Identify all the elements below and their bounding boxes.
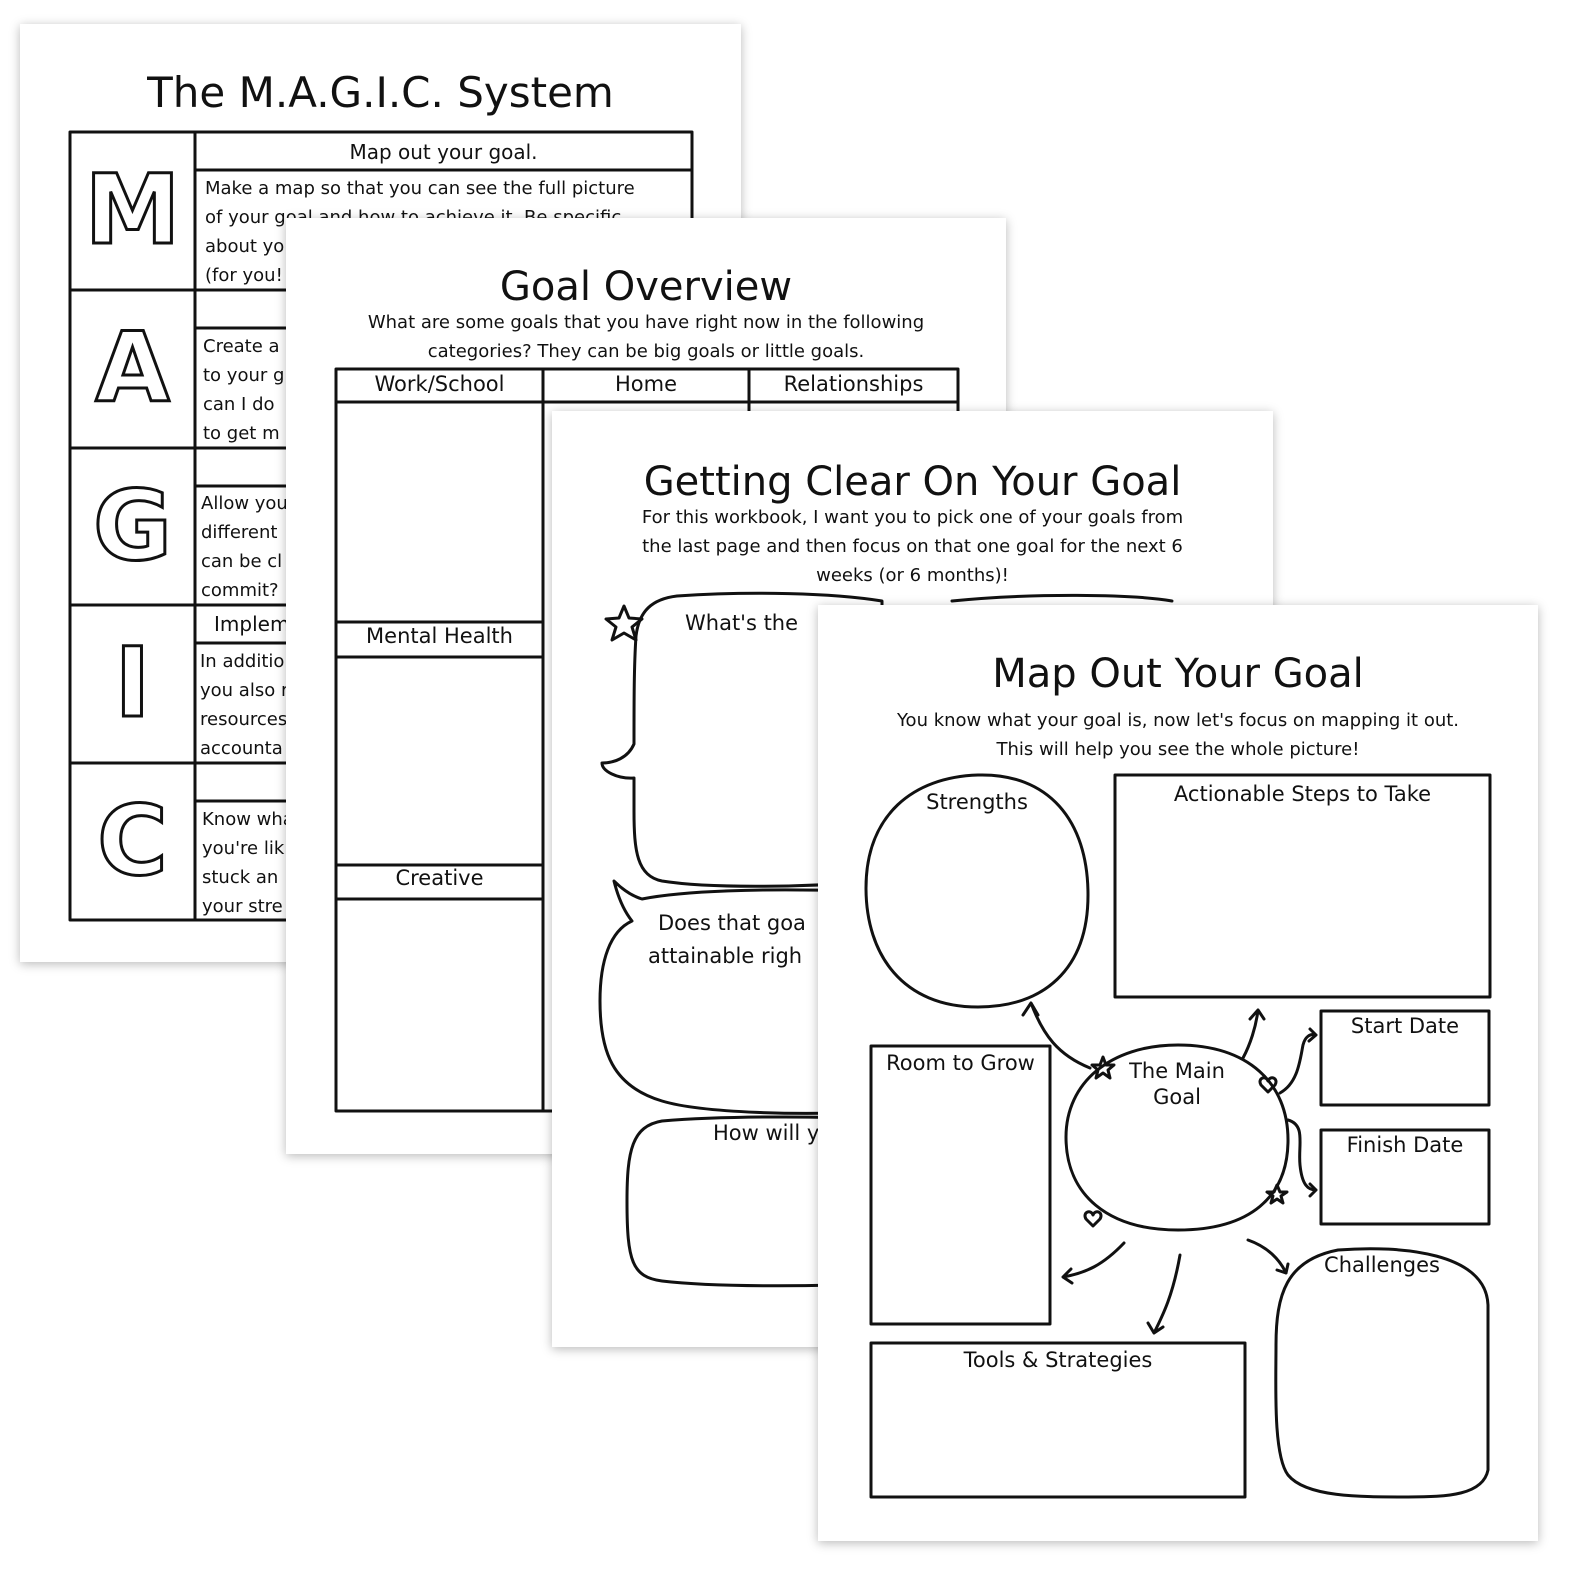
magic-row-c-line: Know wha <box>202 809 294 830</box>
map-page-title: Map Out Your Goal <box>992 651 1364 697</box>
overview-page-title: Goal Overview <box>499 264 793 310</box>
star-icon <box>604 604 644 642</box>
map-goal-page: Map Out Your Goal You know what your goa… <box>818 605 1538 1541</box>
magic-row-g-line: different <box>201 522 278 543</box>
overview-header-work-school: Work/School <box>374 372 505 396</box>
clear-subtitle-line: For this workbook, I want you to pick on… <box>641 507 1184 528</box>
map-label-start-date: Start Date <box>1350 1014 1460 1038</box>
magic-row-g-line: can be cl <box>201 551 283 572</box>
clear-bubble-2-text: Does that goa <box>658 911 806 935</box>
map-label-strengths: Strengths <box>926 790 1028 814</box>
clear-bubble-1-text: What's the <box>685 611 799 635</box>
clear-subtitle-line: the last page and then focus on that one… <box>642 536 1183 557</box>
map-label-main-goal: The Main <box>1129 1059 1225 1083</box>
map-label-main-goal: Goal <box>1153 1085 1201 1109</box>
magic-row-m-heading: Map out your goal. <box>349 140 538 164</box>
magic-row-c-line: your stre <box>202 896 283 917</box>
overview-header-home: Home <box>614 372 677 396</box>
clear-bubble-2-text: attainable righ <box>648 944 803 968</box>
map-subtitle-line: You know what your goal is, now let's fo… <box>896 710 1460 731</box>
magic-row-a-line: can I do <box>203 394 275 415</box>
heart-icon <box>1083 1210 1103 1228</box>
magic-row-i-line: accounta <box>200 738 283 759</box>
map-label-finish-date: Finish Date <box>1346 1133 1464 1157</box>
map-label-challenges: Challenges <box>1324 1253 1440 1277</box>
magic-row-m-line: (for you! <box>205 265 283 286</box>
clear-bubble-3-text: How will y <box>713 1121 820 1145</box>
magic-row-c-line: stuck an <box>202 867 279 888</box>
clear-page-title: Getting Clear On Your Goal <box>643 459 1182 505</box>
magic-row-i-line: In additio <box>200 651 285 672</box>
magic-row-g-line: commit? <box>201 580 279 601</box>
magic-row-i-line: you also r <box>200 680 289 701</box>
heart-icon <box>1258 1076 1278 1094</box>
magic-row-m-line: about yo <box>205 236 285 257</box>
clear-subtitle-line: weeks (or 6 months)! <box>816 565 1009 586</box>
magic-page-title: The M.A.G.I.C. System <box>147 68 614 117</box>
map-subtitle-line: This will help you see the whole picture… <box>996 739 1360 760</box>
overview-subtitle-line: categories? They can be big goals or lit… <box>427 341 865 362</box>
magic-letter-c: C <box>96 784 169 899</box>
magic-row-a-line: to your g <box>203 365 285 386</box>
star-icon <box>1090 1055 1116 1080</box>
overview-label-creative: Creative <box>395 866 484 890</box>
clear-speech-bubbles <box>598 591 1174 1288</box>
magic-row-i-line: resources <box>200 709 288 730</box>
magic-row-c-line: you're lik <box>202 838 285 859</box>
map-label-tools-strategies: Tools & Strategies <box>963 1348 1153 1372</box>
magic-row-g-line: Allow your <box>201 493 296 514</box>
magic-row-a-line: Create a <box>203 336 280 357</box>
magic-letter-i: I <box>113 626 152 741</box>
magic-row-a-line: to get m <box>203 423 280 444</box>
overview-header-relationships: Relationships <box>783 372 924 396</box>
map-label-room-to-grow: Room to Grow <box>886 1051 1035 1075</box>
magic-letter-a: A <box>94 311 171 426</box>
map-label-actionable-steps: Actionable Steps to Take <box>1173 782 1432 806</box>
goal-map-diagram <box>864 773 1492 1499</box>
star-icon <box>1265 1183 1289 1205</box>
magic-row-m-line: Make a map so that you can see the full … <box>205 178 635 199</box>
magic-letter-m: M <box>83 153 182 268</box>
overview-subtitle-line: What are some goals that you have right … <box>367 312 925 333</box>
overview-label-mental-health: Mental Health <box>366 624 513 648</box>
magic-letter-g: G <box>92 469 174 584</box>
